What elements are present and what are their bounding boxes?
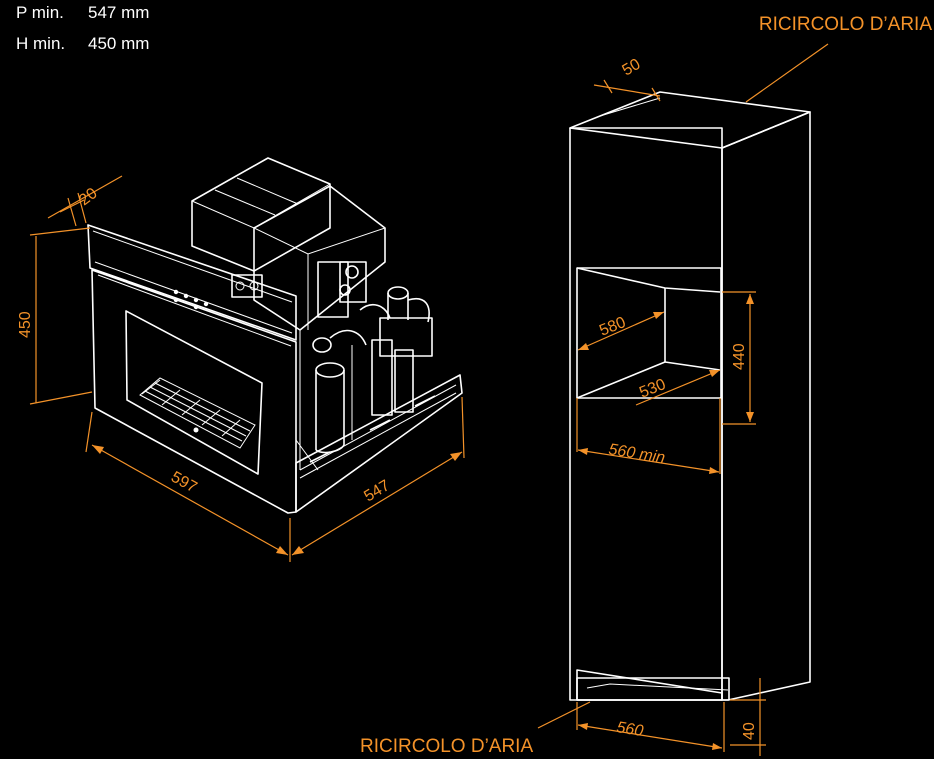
niche-opening xyxy=(576,267,722,399)
height-dim-label: 450 xyxy=(17,311,34,338)
min-height-label: H min. xyxy=(16,34,66,53)
width-dim-label: 597 xyxy=(168,469,200,497)
min-height-value: 450 mm xyxy=(88,34,150,53)
min-depth-value: 547 mm xyxy=(88,3,150,22)
frame-panel xyxy=(87,224,297,341)
min-depth-label: P min. xyxy=(16,3,64,22)
internal-components xyxy=(231,261,433,471)
niche-width-dim-label: 560 min xyxy=(607,441,666,467)
coffee-machine-drawing xyxy=(87,157,463,514)
tall-cabinet-drawing xyxy=(569,91,811,701)
logo-badge xyxy=(193,427,199,433)
base-height-dim-label: 40 xyxy=(741,722,758,740)
cabinet-dimension-lines: 50 580 530 440 560 min 560 40 xyxy=(537,43,829,756)
niche-depth-dim-label: 580 xyxy=(597,314,628,340)
niche-height-dim-label: 440 xyxy=(731,343,748,370)
back-gap-dim-label: 50 xyxy=(620,56,644,80)
min-depth-spec: P min. 547 mm xyxy=(16,3,149,23)
air-recirculation-bottom-label: RICIRCOLO D’ARIA xyxy=(360,736,534,757)
min-height-spec: H min. 450 mm xyxy=(16,34,149,54)
door-window xyxy=(125,310,263,475)
frame-dim-label: 20 xyxy=(76,185,101,209)
cabinet-side xyxy=(721,111,811,701)
cabinet-plinth xyxy=(576,669,723,701)
drip-grid xyxy=(139,377,256,449)
door xyxy=(91,269,297,514)
base-width-dim-label: 560 xyxy=(615,719,644,740)
depth-dim-label: 547 xyxy=(361,477,393,505)
appliance-dimension-lines: 20 450 597 547 xyxy=(17,175,465,562)
machine-box-front xyxy=(253,185,386,331)
air-recirculation-top-label: RICIRCOLO D’ARIA xyxy=(758,14,932,35)
cabinet-front xyxy=(569,127,723,701)
drawer-rail xyxy=(295,374,463,513)
cabinet-top xyxy=(569,91,811,149)
